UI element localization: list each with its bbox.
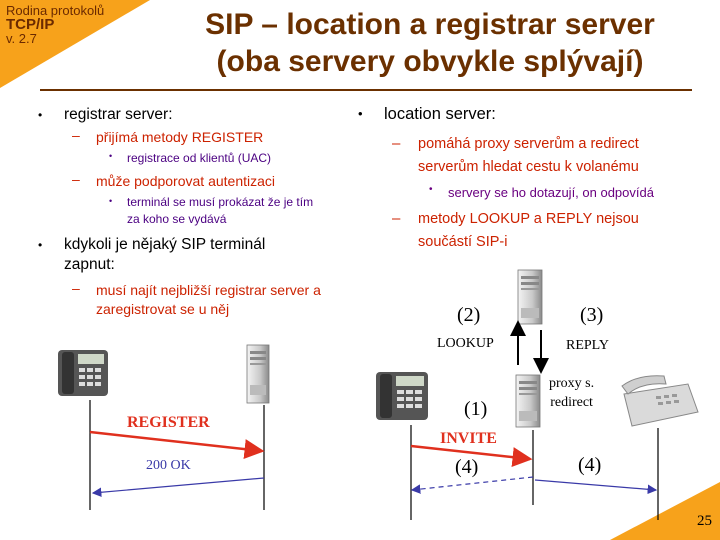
- lookup-label: LOOKUP: [437, 336, 494, 351]
- left-sub-find-1: musí najít nejbližší registrar server a: [96, 282, 321, 298]
- bullet-dot: •: [429, 184, 433, 195]
- title-line-1: SIP – location a registrar server: [205, 8, 655, 41]
- invite-label: INVITE: [440, 430, 497, 447]
- bullet-dot: •: [38, 108, 43, 122]
- register-arrow: [89, 430, 265, 460]
- proxy-label-line-2: redirect: [550, 395, 593, 410]
- left-sub-auth: může podporovat autentizaci: [96, 173, 275, 189]
- invite-arrow: [410, 444, 533, 468]
- redirect-response-arrow: [410, 476, 534, 494]
- page-number: 25: [697, 513, 712, 529]
- dash: –: [392, 210, 401, 227]
- left-detail-auth-2: za koho se vydává: [127, 212, 227, 226]
- left-sub-register: přijímá metody REGISTER: [96, 129, 264, 145]
- family-name: TCP/IP: [6, 16, 55, 33]
- proxy-server-icon: [515, 374, 541, 428]
- right-sub-help-2: serverům hledat cestu k volanému: [418, 159, 639, 175]
- course-info: Rodina protokolů TCP/IP v. 2.7: [6, 4, 104, 46]
- callee-phone-icon: [621, 375, 699, 427]
- step-4-right-label: (4): [578, 454, 602, 476]
- bullet-dot: •: [109, 196, 113, 206]
- left-bullet-terminal-1: kdykoli je nějaký SIP terminál: [64, 236, 266, 253]
- family-label: Rodina protokolů: [6, 3, 105, 18]
- caller-phone-icon: [376, 372, 428, 420]
- title-rule: [40, 89, 692, 91]
- dash: –: [392, 135, 401, 152]
- ok-arrow: [91, 477, 265, 498]
- server-icon: [246, 344, 270, 404]
- bullet-dot: •: [109, 151, 113, 161]
- left-detail-auth-1: terminál se musí prokázat že je tím: [127, 195, 314, 209]
- reply-label: REPLY: [566, 338, 609, 353]
- corner-decoration-top: [0, 0, 150, 88]
- proxy-label: proxy s. redirect: [549, 374, 594, 412]
- right-detail-query: servery se ho dotazují, on odpovídá: [448, 185, 654, 200]
- dash: –: [72, 280, 80, 296]
- step-1-label: (1): [464, 398, 488, 420]
- left-detail-uac: registrace od klientů (UAC): [127, 151, 272, 165]
- corner-decoration-bottom: [610, 482, 720, 540]
- right-sub-help-1: pomáhá proxy serverům a redirect: [418, 136, 639, 152]
- ok-label: 200 OK: [146, 458, 191, 473]
- proxy-label-line-1: proxy s.: [549, 376, 595, 391]
- dash: –: [72, 127, 80, 143]
- title-line-2: (oba servery obvykle splývají): [216, 45, 644, 78]
- register-label: REGISTER: [127, 414, 210, 431]
- left-bullet-registrar: registrar server:: [64, 106, 173, 123]
- left-bullet-terminal-2: zapnut:: [64, 256, 115, 273]
- forward-arrow: [534, 479, 658, 495]
- step-4-left-label: (4): [455, 456, 479, 478]
- right-sub-methods-2: součástí SIP-i: [418, 234, 508, 250]
- version-label: v. 2.7: [6, 31, 37, 46]
- right-bullet-location: location server:: [384, 105, 496, 123]
- left-sub-find-2: zaregistrovat se u něj: [96, 301, 230, 317]
- bullet-dot: •: [358, 106, 363, 121]
- phone-icon: [58, 350, 108, 396]
- dash: –: [72, 171, 80, 187]
- step-3-label: (3): [580, 304, 604, 326]
- step-2-label: (2): [457, 304, 481, 326]
- location-server-icon: [517, 269, 543, 325]
- bullet-dot: •: [38, 238, 43, 252]
- slide-title: SIP – location a registrar server (oba s…: [145, 6, 715, 80]
- right-sub-methods-1: metody LOOKUP a REPLY nejsou: [418, 211, 639, 227]
